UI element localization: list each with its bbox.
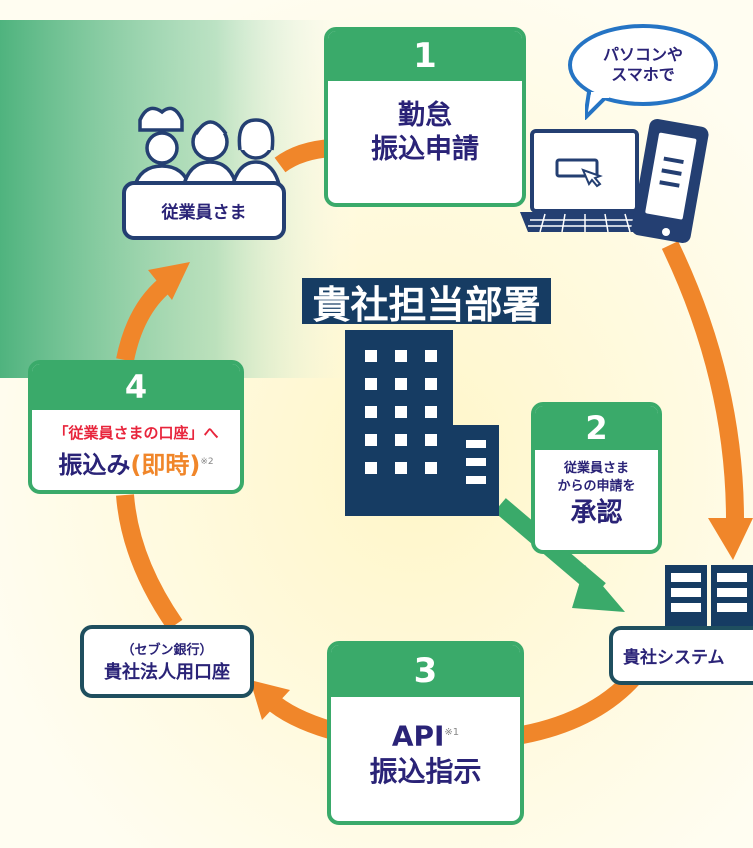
step-4-line2b: (即時) [130, 451, 201, 479]
employees-node: 従業員さま [122, 181, 286, 240]
step-3-card: 3 API※1 振込指示 [327, 641, 524, 825]
step-4-line1: 「従業員さまの口座」へ [53, 424, 219, 442]
center-title-text: 貴社担当部署 [312, 282, 541, 327]
employees-label: 従業員さま [161, 203, 247, 223]
arrowhead-system [708, 518, 753, 560]
device-speech-bubble: パソコンや スマホで [568, 24, 718, 106]
step-4-number: 4 [32, 364, 240, 410]
step-1-line1: 勤怠 [398, 100, 452, 131]
step-4-card: 4 「従業員さまの口座」へ 振込み(即時)※2 [28, 360, 244, 494]
account-node: （セブン銀行） 貴社法人用口座 [80, 625, 254, 698]
step-2-card: 2 従業員さま からの申請を 承認 [531, 402, 662, 554]
step-3-note: ※1 [444, 727, 460, 738]
center-title: 貴社担当部署 [302, 278, 551, 327]
bubble-tail [585, 92, 609, 120]
office-building-icon [345, 330, 499, 516]
arrow-account-to-step4 [116, 494, 183, 631]
step-2-line1: 従業員さま [563, 461, 629, 476]
account-sub: （セブン銀行） [121, 643, 213, 658]
account-label: 貴社法人用口座 [104, 662, 230, 683]
step-3-line1: API [391, 719, 445, 753]
arrow-devices-to-system [661, 241, 744, 521]
smartphone-icon [631, 118, 709, 244]
step-4-line2a: 振込み [58, 451, 131, 479]
arrowhead-account [250, 680, 290, 720]
step-1-line2: 振込申請 [371, 134, 479, 165]
step-2-line2: からの申請を [557, 479, 636, 494]
laptop-icon [520, 129, 650, 233]
arrow-step4-to-employees [116, 278, 171, 362]
bubble-line2: スマホで [611, 65, 675, 84]
step-1-number: 1 [328, 31, 522, 81]
step-2-line3: 承認 [570, 498, 623, 528]
system-node: 貴社システム [609, 626, 753, 685]
system-label: 貴社システム [623, 648, 725, 668]
server-icon [665, 565, 753, 627]
bubble-line1: パソコンや [602, 45, 683, 64]
step-1-card: 1 勤怠 振込申請 [324, 27, 526, 207]
step-2-number: 2 [535, 406, 658, 450]
arrowhead-employees [148, 262, 190, 300]
arrowhead-approval [572, 565, 625, 612]
step-3-line2: 振込指示 [369, 755, 482, 789]
step-4-note: ※2 [200, 457, 214, 467]
step-3-number: 3 [331, 645, 520, 697]
